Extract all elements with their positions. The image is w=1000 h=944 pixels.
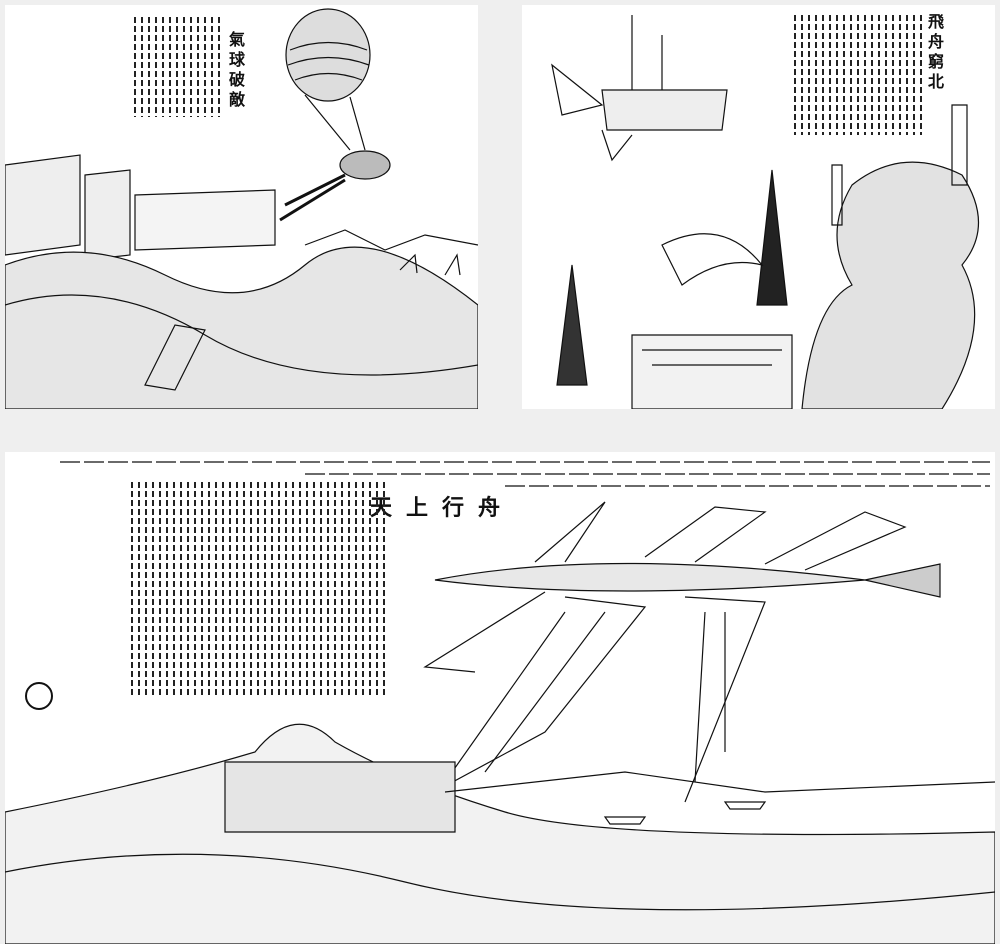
illustration-balloon-attack: 氣球破敵 xyxy=(5,5,478,409)
caption-text xyxy=(55,482,385,697)
panel-title-text: 天上行舟 xyxy=(370,495,515,521)
panel-title: 天上行舟 xyxy=(370,490,514,522)
panel-title: 氣球破敵 xyxy=(226,31,245,111)
seal-stamp xyxy=(25,682,53,710)
illustration-flying-ship-north: 飛舟窮北 xyxy=(522,5,995,409)
sky-ship-drawing xyxy=(5,461,995,944)
flying-ship-drawing xyxy=(551,15,979,409)
panel-title: 飛舟窮北 xyxy=(925,13,944,93)
balloon-attack-drawing xyxy=(5,8,478,409)
caption-text xyxy=(115,17,220,117)
caption-text xyxy=(747,15,922,135)
illustration-sky-ship: 天上行舟 xyxy=(5,452,995,944)
